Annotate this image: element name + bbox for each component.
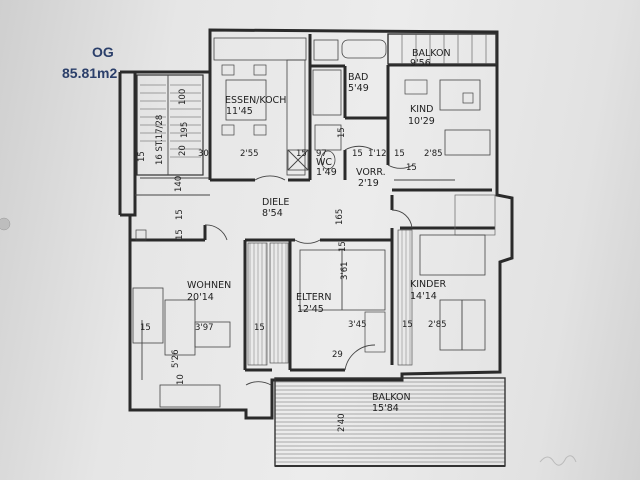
dim-140: 140 — [174, 176, 184, 192]
room-name-wc: WC — [316, 157, 332, 168]
room-labels: ESSEN/KOCH 11'45 BAD 5'49 BALKON 9'56 KI… — [187, 48, 451, 414]
dim-345: 3'45 — [348, 320, 367, 330]
kitchen-fixtures — [213, 37, 307, 176]
dim-397: 3'97 — [195, 323, 214, 333]
room-area-wc: 1'49 — [316, 167, 337, 178]
dim-15-h: 15 — [140, 323, 151, 333]
room-area-balkon-bottom: 15'84 — [372, 403, 399, 414]
balcony-top — [387, 33, 497, 65]
dim-15-b: 15 — [296, 149, 307, 159]
dim-526: 5'26 — [171, 349, 181, 368]
room-area-essen: 11'45 — [226, 106, 253, 117]
dim-112: 1'12 — [368, 149, 387, 159]
room-name-eltern: ELTERN — [296, 292, 332, 303]
dim-97: 97 — [316, 149, 327, 159]
handwritten-mark — [539, 455, 577, 466]
dim-285-top: 2'85 — [424, 149, 443, 159]
dim-15-g: 15 — [338, 241, 348, 252]
dim-20: 20 — [178, 145, 188, 156]
dim-15-d: 15 — [394, 149, 405, 159]
dim-29: 29 — [332, 350, 343, 360]
floor-label: OG — [92, 44, 114, 60]
dim-30: 30 — [198, 149, 209, 159]
room-name-essen: ESSEN/KOCH — [225, 95, 286, 106]
wohnen-furniture — [132, 229, 231, 408]
room-name-bad: BAD — [348, 72, 368, 83]
dim-15-e: 15 — [337, 127, 347, 138]
bath-fixtures — [287, 39, 387, 171]
dim-15-i: 15 — [254, 323, 265, 333]
wardrobes — [247, 194, 496, 366]
dim-15-k: 15 — [175, 229, 185, 240]
dim-15-a: 15 — [137, 151, 147, 162]
room-area-diele: 8'54 — [262, 208, 283, 219]
balcony-bottom — [274, 377, 506, 467]
dim-10: 10 — [176, 374, 186, 385]
eltern-furniture — [299, 249, 386, 353]
room-name-vorr: VORR. — [356, 167, 386, 178]
room-area-bad: 5'49 — [348, 83, 369, 94]
staircase — [135, 74, 210, 196]
dim-15-c: 15 — [352, 149, 363, 159]
room-name-balkon-bottom: BALKON — [372, 392, 411, 403]
dim-15-f: 15 — [175, 209, 185, 220]
dim-240: 2'40 — [337, 413, 347, 432]
room-area-vorr: 2'19 — [358, 178, 379, 189]
room-area-eltern: 12'45 — [297, 304, 324, 315]
kinder-furniture — [419, 234, 486, 351]
room-name-kinder: KINDER — [410, 279, 446, 290]
kind-furniture — [394, 79, 491, 181]
dim-15-j: 15 — [402, 320, 413, 330]
dim-361: 3'61 — [340, 261, 350, 280]
room-area-kinder: 14'14 — [410, 291, 437, 302]
room-area-balkon-top: 9'56 — [410, 58, 431, 69]
room-name-wohnen: WOHNEN — [187, 280, 231, 291]
room-area-wohnen: 20'14 — [187, 292, 214, 303]
outer-walls — [118, 28, 514, 420]
dim-165: 165 — [335, 209, 345, 225]
room-name-diele: DIELE — [262, 197, 289, 208]
room-area-kind: 10'29 — [408, 116, 435, 127]
room-name-kind: KIND — [410, 104, 433, 115]
doors — [204, 145, 414, 386]
dim-195: 195 — [180, 122, 190, 138]
dim-100: 100 — [178, 89, 188, 105]
dim-15-l: 15 — [406, 163, 417, 173]
dimension-labels: 16 ST.17/28 100 195 15 20 30 140 2'55 15… — [137, 89, 447, 432]
binder-hole — [0, 217, 11, 231]
room-name-balkon-top: BALKON — [412, 48, 451, 59]
dim-stair: 16 ST.17/28 — [155, 115, 165, 165]
dim-285-bottom: 2'85 — [428, 320, 447, 330]
total-area-label: 85.81m2 — [62, 65, 118, 81]
dim-255: 2'55 — [240, 149, 259, 159]
